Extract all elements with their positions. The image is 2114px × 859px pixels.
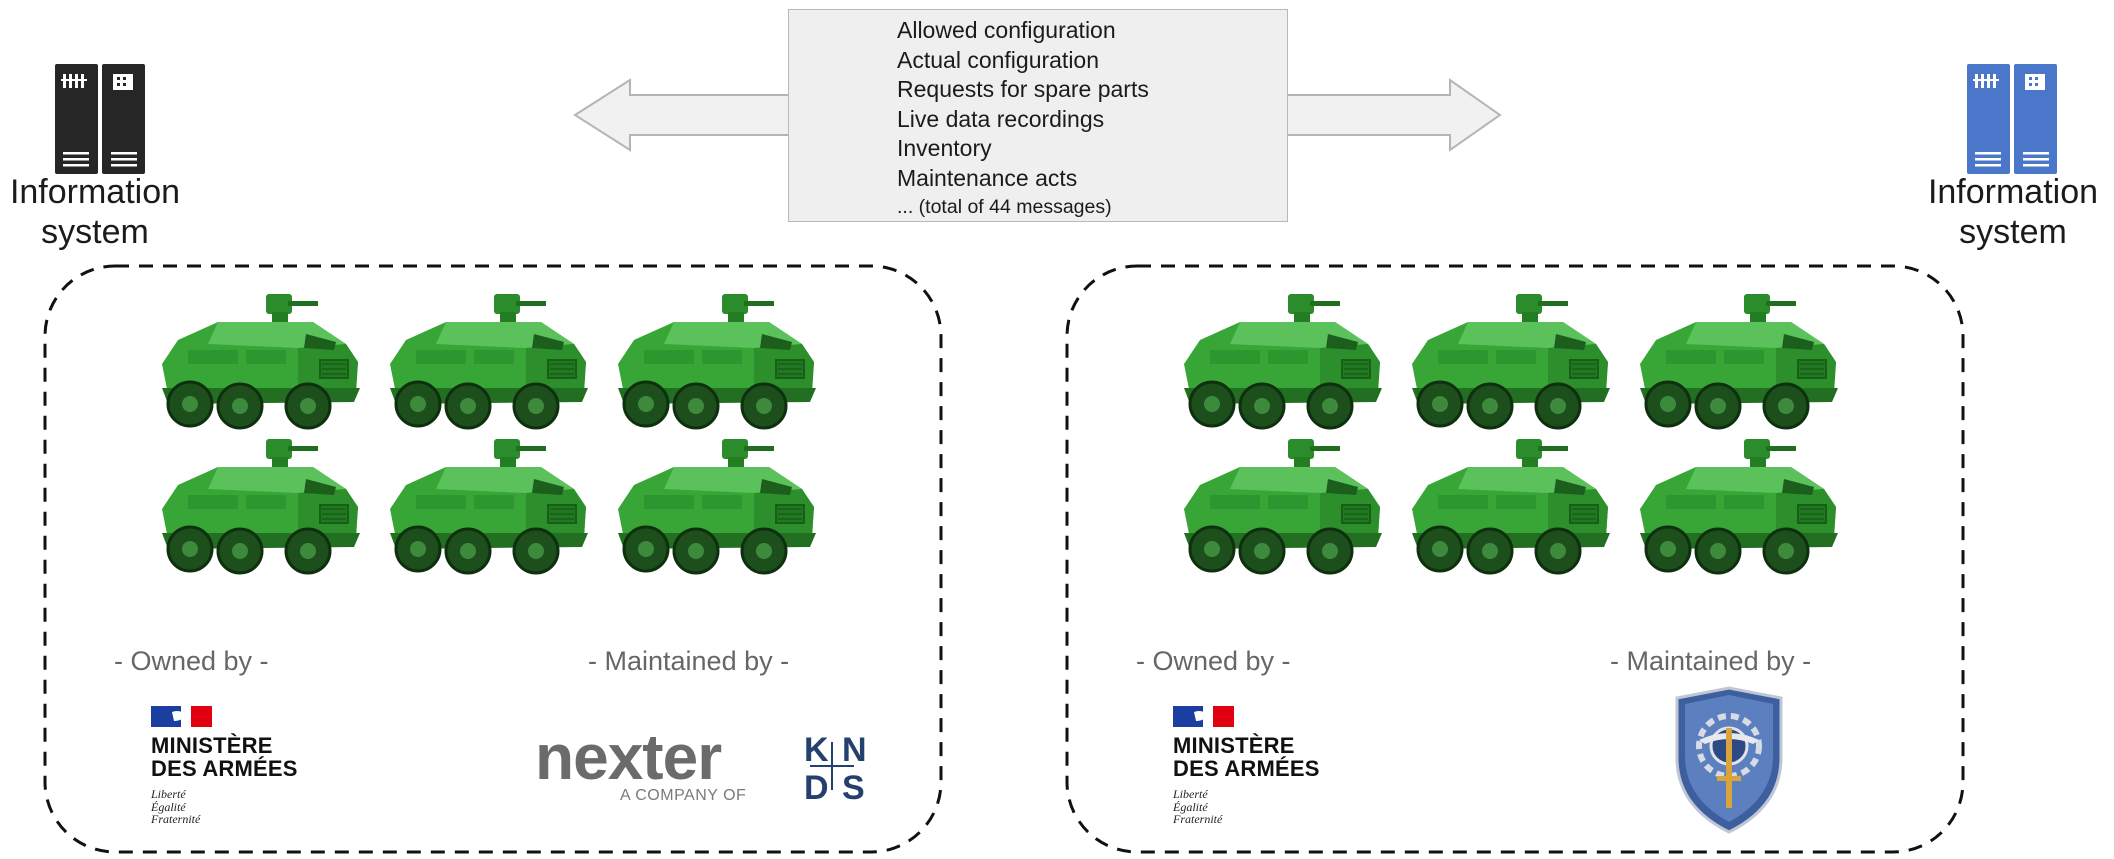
motto-egalite: Égalité (1173, 799, 1208, 814)
message-type-item: Actual configuration (897, 46, 1100, 73)
knds-logo-d: D (804, 769, 829, 807)
military-shield-emblem-icon (1675, 686, 1783, 834)
information-system-label-left: Information system (0, 172, 190, 252)
motto-fraternite: Fraternité (1173, 812, 1223, 826)
motto-liberte: Liberté (1173, 787, 1208, 801)
armored-vehicle-icon (1182, 437, 1384, 575)
armored-vehicle-icon (1182, 292, 1384, 430)
knds-logo-n: N (842, 731, 867, 769)
nexter-tagline: A COMPANY OF (620, 787, 747, 804)
knds-cross-icon (810, 742, 854, 790)
armored-vehicle-icon (388, 292, 590, 430)
marianne-flag-icon-right (1173, 706, 1234, 727)
armored-vehicle-icon (1638, 437, 1840, 575)
armored-vehicle-icon (1410, 292, 1612, 430)
message-type-item: Live data recordings (897, 105, 1105, 132)
motto-liberte: Liberté (151, 787, 186, 801)
armored-vehicle-icon (1638, 292, 1840, 430)
information-system-left-line2: system (41, 213, 149, 251)
armored-vehicle-icon (160, 437, 362, 575)
knds-logo-s: S (842, 769, 865, 807)
information-system-left-line1: Information (9, 173, 181, 211)
message-total-note: ... (total of 44 messages) (897, 196, 1112, 218)
nexter-logo-wordmark: nexter (535, 721, 722, 793)
message-type-item: Requests for spare parts (897, 76, 1149, 102)
ministere-line2: DES ARMÉES (151, 756, 298, 781)
maintained-by-label-right: - Maintained by - (1610, 646, 1812, 676)
server-rack-icon-right (1967, 64, 2057, 174)
owned-by-label-right: - Owned by - (1136, 646, 1291, 676)
marianne-flag-icon-left (151, 706, 212, 727)
knds-logo-k: K (804, 731, 829, 769)
armored-vehicle-icon (1410, 437, 1612, 575)
information-system-right-line2: system (1959, 213, 2067, 251)
vehicle-grid-left (160, 292, 818, 575)
armored-vehicle-icon (160, 292, 362, 430)
fleet-group-right-border (1065, 264, 1965, 854)
armored-vehicle-icon (616, 292, 818, 430)
vehicle-grid-right (1182, 292, 1840, 575)
fleet-group-left-border (43, 264, 943, 854)
ministere-line1: MINISTÈRE (1173, 733, 1295, 758)
ministere-logo-right: MINISTÈRE DES ARMÉES Liberté Égalité Fra… (1173, 734, 1320, 826)
information-system-right-line1: Information (1927, 173, 2099, 211)
maintained-by-label-left: - Maintained by - (588, 646, 790, 676)
server-rack-icon-left (55, 64, 145, 174)
ministere-line2: DES ARMÉES (1173, 756, 1320, 781)
message-type-item: Inventory (897, 135, 992, 161)
ministere-line1: MINISTÈRE (151, 733, 273, 758)
message-type-item: Maintenance acts (897, 164, 1078, 191)
armored-vehicle-icon (388, 437, 590, 575)
information-system-label-right: Information system (1918, 172, 2108, 252)
armored-vehicle-icon (616, 437, 818, 575)
message-types-box: Allowed configuration Actual configurati… (788, 9, 1288, 222)
owned-by-label-left: - Owned by - (114, 646, 269, 676)
ministere-logo-left: MINISTÈRE DES ARMÉES Liberté Égalité Fra… (151, 734, 298, 826)
message-types-list: Allowed configuration Actual configurati… (897, 16, 1149, 223)
message-type-item: Allowed configuration (897, 17, 1116, 43)
motto-fraternite: Fraternité (151, 812, 201, 826)
motto-egalite: Égalité (151, 799, 186, 814)
